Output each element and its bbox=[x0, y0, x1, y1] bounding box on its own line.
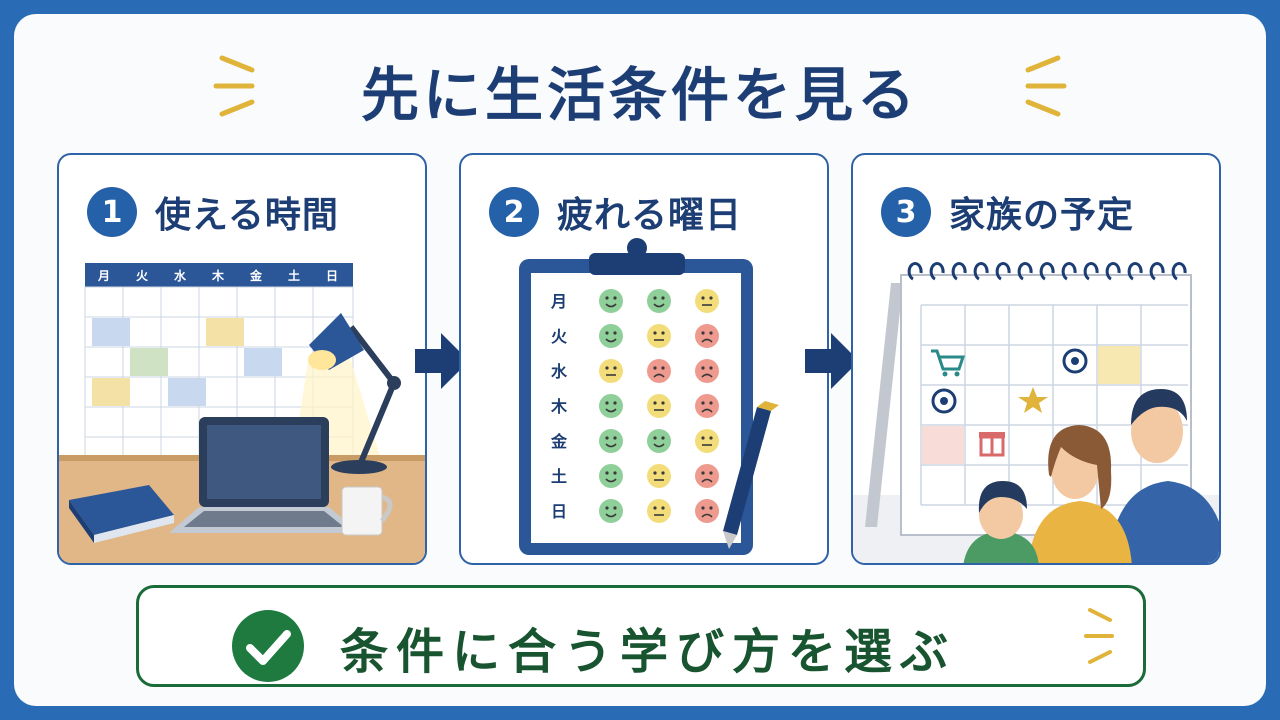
page-title: 先に生活条件を見る bbox=[360, 61, 919, 129]
day-label: 火 bbox=[551, 327, 568, 346]
desk-scene-illustration: 月 火 水 木 金 土 日 bbox=[59, 263, 425, 563]
neutral-face-icon bbox=[695, 289, 719, 313]
happy-face-icon bbox=[599, 289, 623, 313]
arrow-right-icon bbox=[805, 333, 859, 389]
conclusion-text: 条件に合う学び方を選ぶ bbox=[340, 624, 957, 680]
arrow-right-icon bbox=[415, 333, 469, 389]
sad-face-icon bbox=[647, 359, 671, 383]
step-number-badge: 2 bbox=[489, 187, 539, 237]
sad-face-icon bbox=[695, 499, 719, 523]
weekday-label: 木 bbox=[211, 268, 225, 283]
step-panel-2: 月 火 水 木 金 土 日 2 疲れる曜日 bbox=[459, 153, 829, 565]
neutral-face-icon bbox=[647, 394, 671, 418]
weekday-label: 日 bbox=[326, 269, 338, 283]
neutral-face-icon bbox=[647, 464, 671, 488]
day-label: 土 bbox=[551, 467, 567, 486]
happy-face-icon bbox=[599, 499, 623, 523]
step-panel-3: 3 家族の予定 bbox=[851, 153, 1221, 565]
conclusion-box bbox=[136, 585, 1146, 687]
happy-face-icon bbox=[599, 324, 623, 348]
step-heading-1: 1 使える時間 bbox=[87, 185, 339, 239]
weekday-label: 水 bbox=[174, 268, 187, 283]
happy-face-icon bbox=[599, 429, 623, 453]
clipboard-illustration bbox=[519, 238, 779, 555]
weekday-label: 月 bbox=[97, 269, 110, 283]
mood-chart: 月 火 水 木 金 土 日 bbox=[550, 292, 568, 521]
neutral-face-icon bbox=[647, 499, 671, 523]
step-heading-2: 2 疲れる曜日 bbox=[489, 185, 742, 239]
step-title: 使える時間 bbox=[155, 195, 339, 236]
burst-left-icon bbox=[213, 55, 255, 117]
neutral-face-icon bbox=[647, 324, 671, 348]
neutral-face-icon bbox=[599, 359, 623, 383]
neutral-face-icon bbox=[695, 429, 719, 453]
step-title: 家族の予定 bbox=[949, 195, 1135, 236]
check-circle-icon bbox=[232, 610, 304, 682]
step-number-badge: 3 bbox=[881, 187, 931, 237]
step-panel-1: 月 火 水 木 金 土 日 bbox=[57, 153, 427, 565]
day-label: 月 bbox=[550, 292, 567, 311]
day-label: 日 bbox=[551, 502, 567, 521]
day-label: 金 bbox=[550, 432, 568, 451]
sad-face-icon bbox=[695, 394, 719, 418]
happy-face-icon bbox=[647, 289, 671, 313]
weekday-header: 月 火 水 木 金 土 日 bbox=[97, 268, 338, 283]
sad-face-icon bbox=[695, 359, 719, 383]
sad-face-icon bbox=[695, 324, 719, 348]
happy-face-icon bbox=[599, 394, 623, 418]
weekday-label: 土 bbox=[288, 268, 300, 283]
weekday-label: 火 bbox=[136, 269, 149, 283]
burst-right-icon bbox=[1025, 55, 1067, 117]
day-label: 水 bbox=[551, 362, 568, 381]
family-calendar-illustration bbox=[853, 262, 1219, 563]
weekday-label: 金 bbox=[249, 268, 263, 283]
day-label: 木 bbox=[550, 397, 568, 416]
step-number-badge: 1 bbox=[87, 187, 137, 237]
burst-small-icon bbox=[1084, 608, 1114, 664]
happy-face-icon bbox=[647, 429, 671, 453]
happy-face-icon bbox=[599, 464, 623, 488]
step-title: 疲れる曜日 bbox=[557, 195, 743, 236]
sad-face-icon bbox=[695, 464, 719, 488]
step-heading-3: 3 家族の予定 bbox=[881, 185, 1134, 239]
